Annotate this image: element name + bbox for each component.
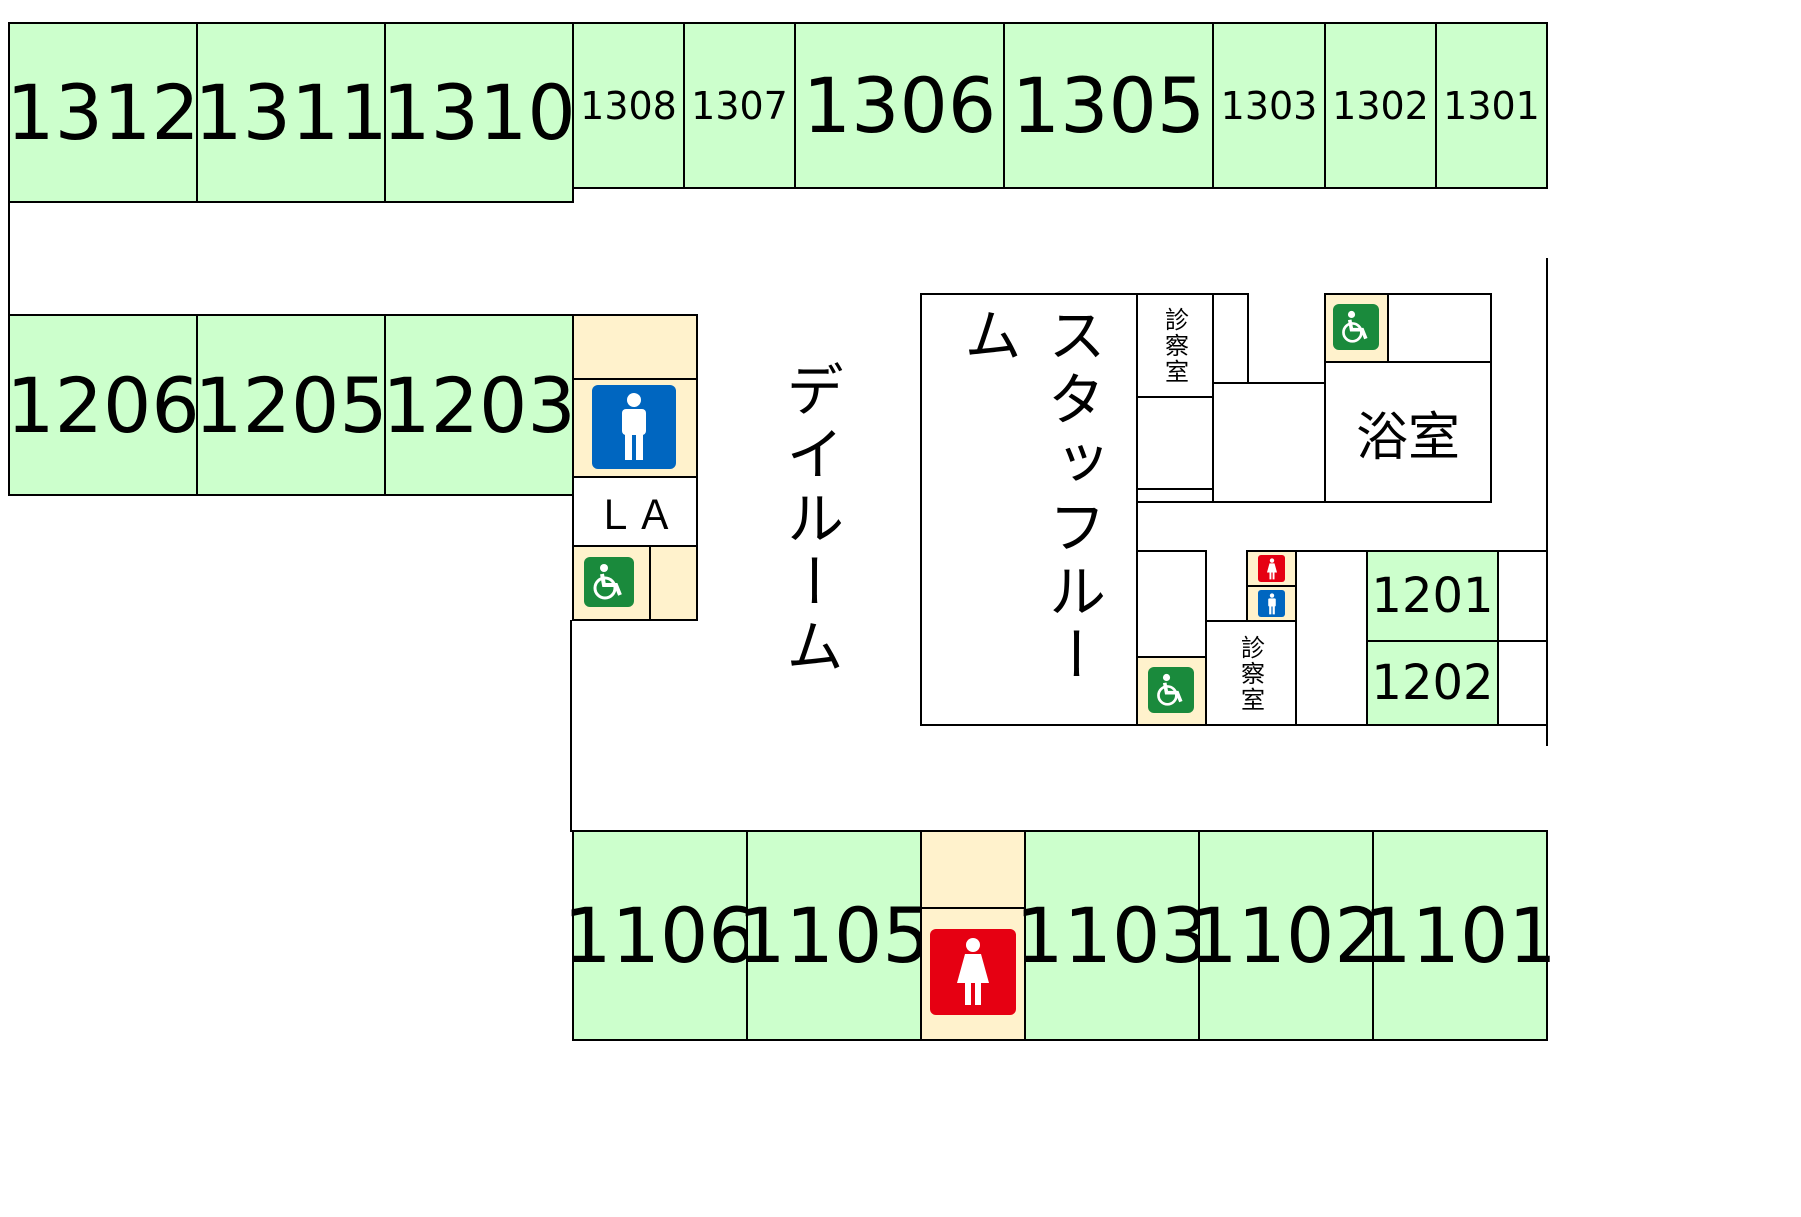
room-1311[interactable]: 1311 — [194, 22, 388, 203]
staff-room-label: スタッフルーム — [954, 305, 1106, 720]
storage — [1295, 550, 1368, 726]
room-1103[interactable]: 1103 — [1015, 830, 1209, 1041]
day-room-label: デイルーム — [776, 360, 844, 680]
service-area — [572, 314, 698, 380]
exam-room-1-label: 診察室 — [1160, 307, 1189, 385]
bathroom-label: 浴室 — [1355, 407, 1460, 468]
bathroom[interactable]: 浴室 — [1324, 361, 1492, 503]
room-1310[interactable]: 1310 — [382, 22, 576, 203]
corridor-wall — [1546, 258, 1548, 746]
room-1206[interactable]: 1206 — [6, 314, 200, 496]
room-1308[interactable]: 1308 — [572, 22, 685, 189]
storage — [1387, 293, 1492, 363]
room-1106[interactable]: 1106 — [563, 830, 757, 1041]
female-toilet-icon — [930, 929, 1016, 1015]
female-toilet-icon — [1258, 555, 1285, 582]
corridor-wall — [570, 620, 572, 832]
la-room[interactable]: ＬＡ — [572, 476, 698, 547]
storage — [1136, 396, 1214, 490]
room-1201[interactable]: 1201 — [1366, 550, 1499, 642]
storage — [1136, 550, 1207, 658]
room-1312[interactable]: 1312 — [6, 22, 200, 203]
staff-room[interactable] — [920, 293, 1138, 726]
wheelchair-icon — [1148, 667, 1194, 713]
exam-room-2-label: 診察室 — [1236, 635, 1265, 713]
room-1301[interactable]: 1301 — [1435, 22, 1548, 189]
room-1306[interactable]: 1306 — [794, 22, 1005, 189]
room-1202[interactable]: 1202 — [1366, 640, 1499, 726]
room-1102[interactable]: 1102 — [1189, 830, 1383, 1041]
wheelchair-icon — [584, 557, 634, 607]
storage — [1136, 488, 1214, 503]
room-1101[interactable]: 1101 — [1363, 830, 1557, 1041]
room-1105[interactable]: 1105 — [737, 830, 931, 1041]
room-1302[interactable]: 1302 — [1324, 22, 1437, 189]
male-toilet-icon — [592, 385, 676, 469]
wheelchair-icon — [1333, 304, 1379, 350]
storage — [1212, 293, 1249, 384]
corridor-wall — [8, 201, 10, 315]
storage — [1497, 640, 1548, 726]
corridor-room — [1212, 382, 1326, 503]
room-1305[interactable]: 1305 — [1003, 22, 1214, 189]
storage — [1497, 550, 1548, 642]
la-label: ＬＡ — [595, 492, 675, 539]
room-1205[interactable]: 1205 — [194, 314, 388, 496]
service-area — [649, 545, 698, 621]
room-1203[interactable]: 1203 — [382, 314, 576, 496]
service-area — [920, 830, 1026, 909]
male-toilet-icon — [1258, 590, 1285, 617]
room-1307[interactable]: 1307 — [683, 22, 796, 189]
exam-room-2[interactable] — [1205, 620, 1297, 726]
room-1303[interactable]: 1303 — [1212, 22, 1326, 189]
